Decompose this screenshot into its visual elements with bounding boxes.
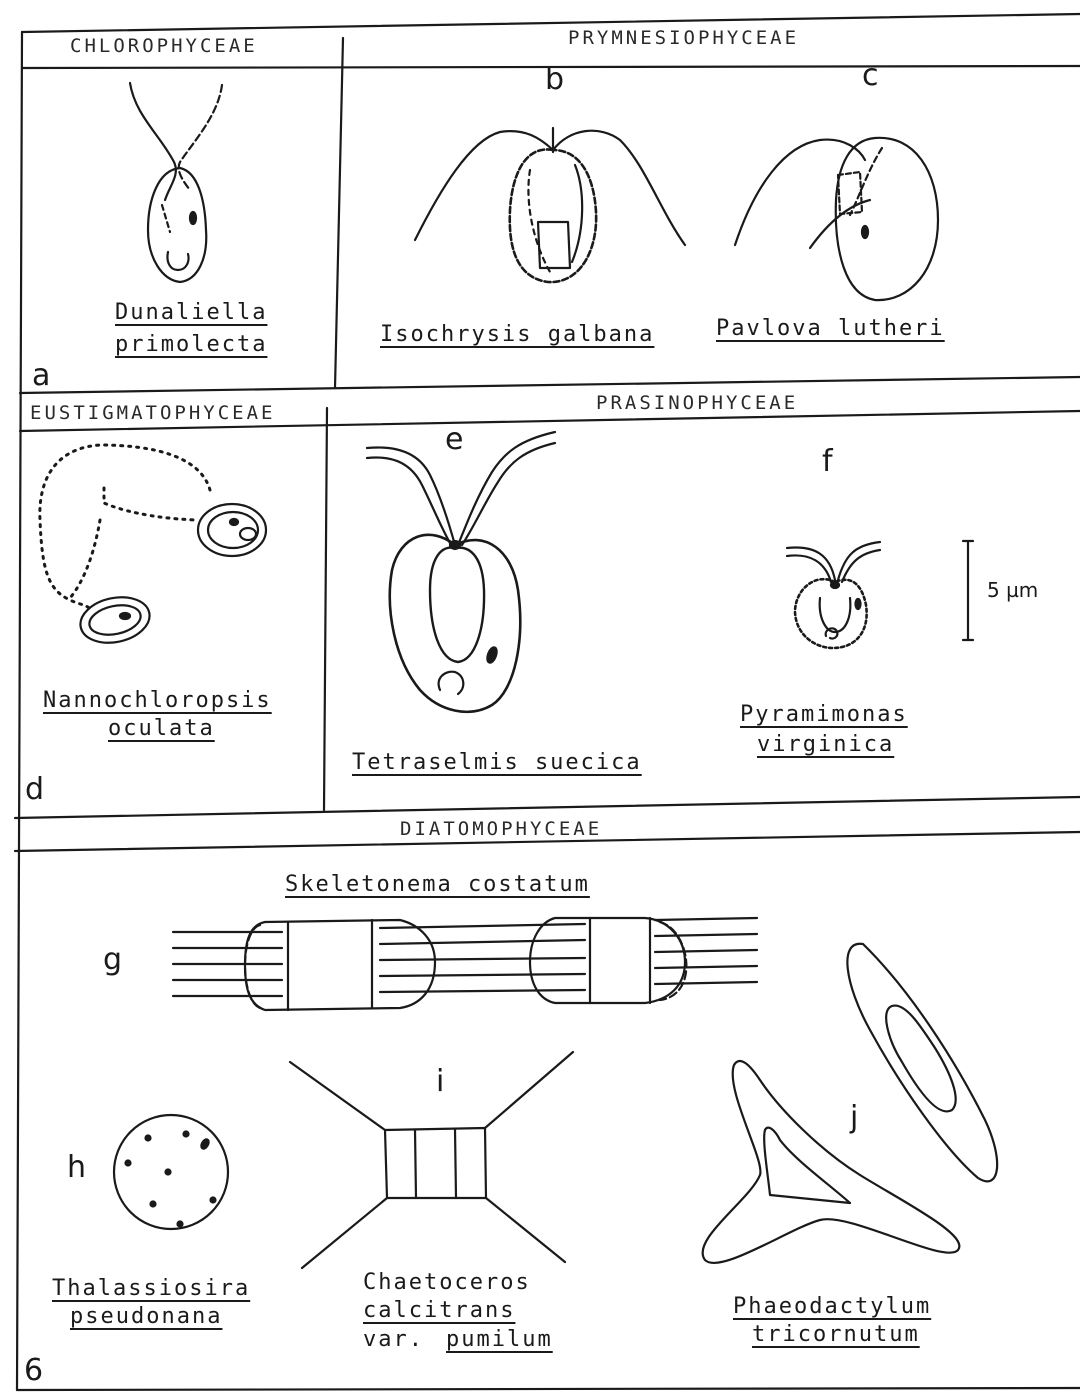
scale-bar-label: 5 µm	[987, 578, 1038, 602]
species-dunaliella-line2: primolecta	[115, 332, 267, 357]
species-pavlova: Pavlova lutheri	[716, 316, 945, 341]
pyramimonas-drawing	[787, 542, 880, 648]
species-dunaliella-line1: Dunaliella	[115, 300, 267, 325]
species-isochrysis: Isochrysis galbana	[380, 322, 654, 347]
chaetoceros-drawing	[290, 1052, 573, 1268]
panel-letter-i: i	[436, 1064, 444, 1099]
dunaliella-drawing	[130, 83, 222, 282]
species-phaeodactylum-line2: tricornutum	[752, 1322, 920, 1347]
skeletonema-drawing	[173, 918, 757, 1010]
panel-letter-g: g	[103, 942, 122, 977]
header-prymnesiophyceae: PRYMNESIOPHYCEAE	[568, 27, 799, 49]
species-thalassiosira-line2: pseudonana	[70, 1304, 222, 1329]
tetraselmis-drawing	[367, 432, 555, 712]
panel-letter-a: a	[32, 358, 50, 393]
pavlova-drawing	[735, 138, 938, 300]
species-skeletonema: Skeletonema costatum	[285, 872, 590, 897]
isochrysis-drawing	[415, 128, 685, 282]
species-pyramimonas-line2: virginica	[757, 732, 894, 757]
header-prasinophyceae: PRASINOPHYCEAE	[596, 392, 798, 414]
species-tetraselmis: Tetraselmis suecica	[352, 750, 642, 775]
species-chaetoceros-line1: Chaetoceros	[363, 1270, 531, 1295]
species-nannochloropsis-line2: oculata	[108, 716, 215, 741]
nannochloropsis-drawing	[40, 445, 266, 649]
species-pyramimonas-line1: Pyramimonas	[740, 702, 908, 727]
panel-letter-f: f	[822, 444, 833, 479]
species-chaetoceros-line3: pumilum	[446, 1327, 553, 1352]
panel-letter-h: h	[67, 1150, 86, 1185]
thalassiosira-drawing	[114, 1115, 228, 1229]
panel-letter-b: b	[545, 62, 564, 97]
header-diatomophyceae: DIATOMOPHYCEAE	[400, 818, 602, 840]
panel-letter-e: e	[445, 422, 463, 457]
header-eustigmatophyceae: EUSTIGMATOPHYCEAE	[30, 402, 275, 424]
header-chlorophyceae: CHLOROPHYCEAE	[70, 35, 258, 57]
figure-number: 6	[24, 1353, 43, 1388]
species-phaeodactylum-line1: Phaeodactylum	[733, 1294, 931, 1319]
species-chaetoceros-line2: calcitrans	[363, 1298, 515, 1323]
panel-letter-j: j	[850, 1100, 858, 1135]
panel-letter-c: c	[862, 58, 879, 93]
species-nannochloropsis-line1: Nannochloropsis	[43, 688, 272, 713]
species-thalassiosira-line1: Thalassiosira	[52, 1276, 250, 1301]
panel-letter-d: d	[25, 772, 44, 807]
species-chaetoceros-var: var.	[363, 1327, 424, 1352]
scale-bar	[963, 541, 973, 640]
